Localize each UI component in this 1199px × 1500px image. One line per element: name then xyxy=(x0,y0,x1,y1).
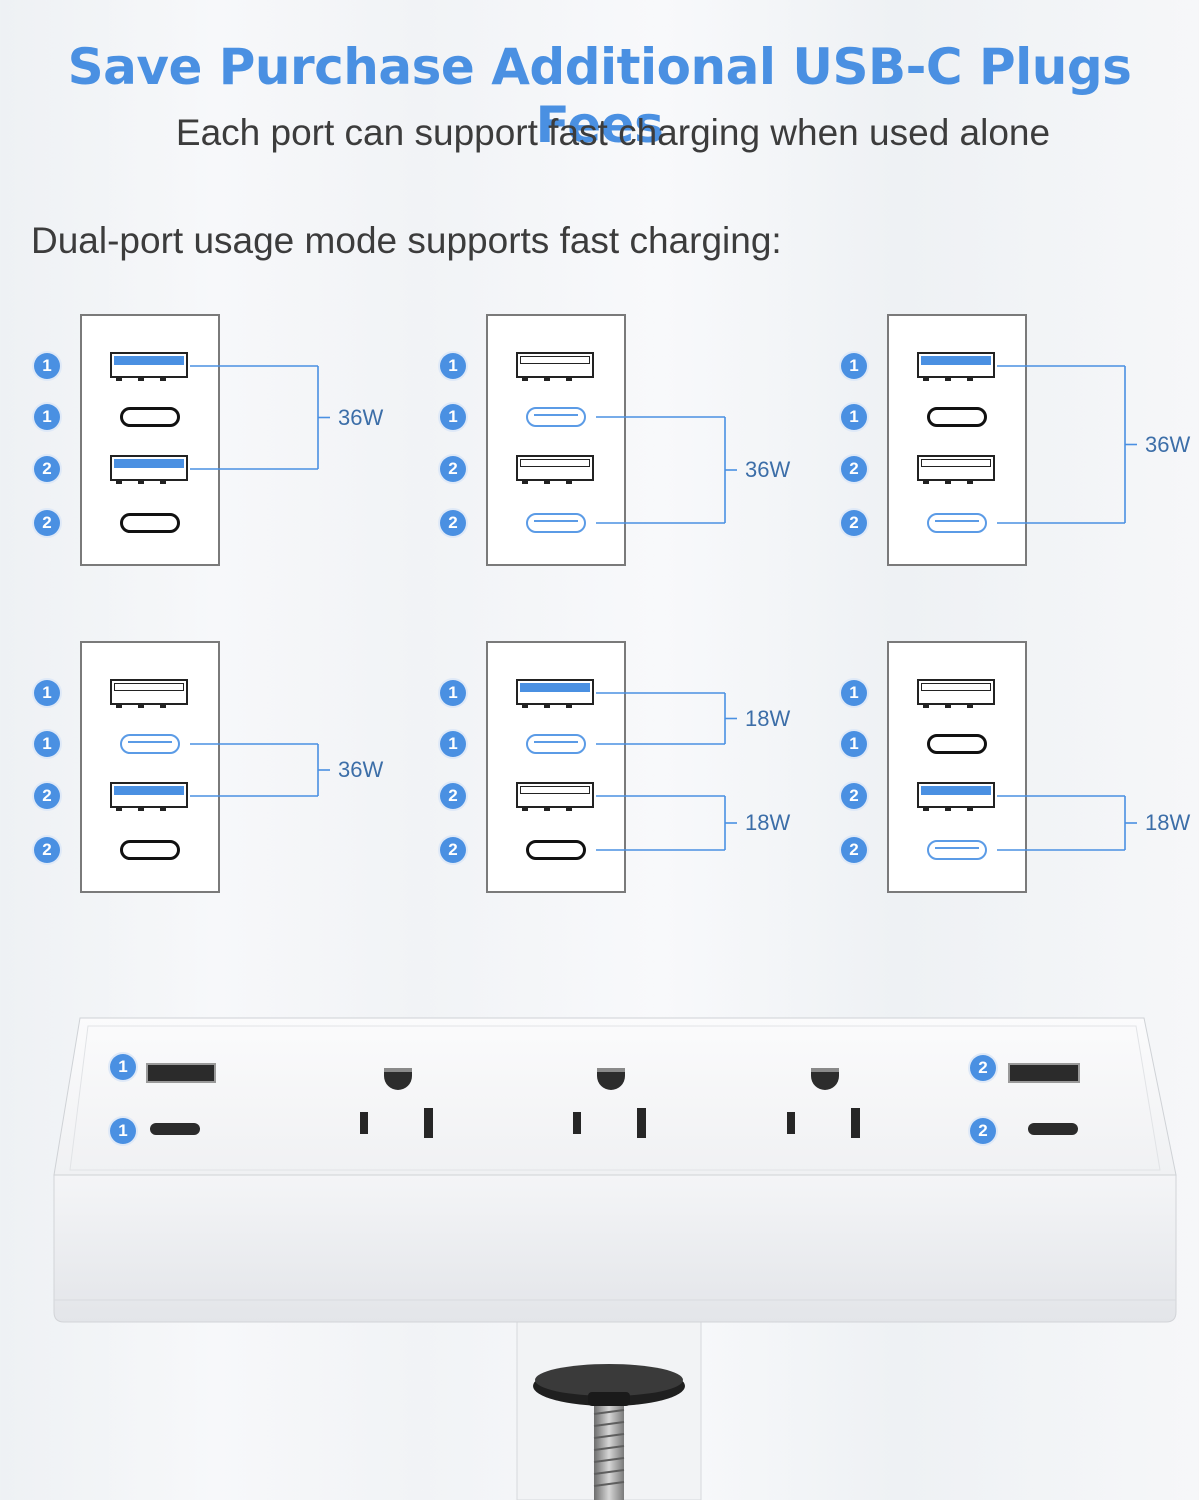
port-number-badge: 2 xyxy=(34,837,60,863)
usb-a-port-icon xyxy=(516,679,594,708)
wattage-label: 18W xyxy=(745,705,791,731)
device-port-number: 1 xyxy=(110,1118,136,1144)
usb-c-port-icon xyxy=(927,407,987,427)
wattage-label: 36W xyxy=(338,757,384,782)
port-number-badge: 2 xyxy=(440,456,466,482)
ac-outlet xyxy=(571,1068,651,1148)
usb-c-port-icon xyxy=(526,840,586,860)
port-number-badge: 2 xyxy=(841,456,867,482)
usb-c-port-icon xyxy=(120,734,180,754)
usb-a-port-icon xyxy=(110,352,188,381)
usb-c-port-icon xyxy=(120,407,180,427)
device-usb-c-port xyxy=(150,1123,200,1135)
usb-a-port-icon xyxy=(110,679,188,708)
usb-a-port-icon xyxy=(917,352,995,381)
wattage-label: 18W xyxy=(745,810,791,835)
port-number-badge: 1 xyxy=(841,680,867,706)
ac-outlet xyxy=(785,1068,865,1148)
page-title: Save Purchase Additional USB-C Plugs Fee… xyxy=(67,38,1132,154)
device-port-number: 2 xyxy=(970,1055,996,1081)
device-usb-a-port xyxy=(1008,1063,1080,1083)
port-number-badge: 1 xyxy=(34,404,60,430)
port-number-badge: 1 xyxy=(440,680,466,706)
usb-a-port-icon xyxy=(516,455,594,484)
power-strip-body xyxy=(53,1017,1177,1500)
port-number-badge: 2 xyxy=(34,783,60,809)
port-number-badge: 1 xyxy=(34,680,60,706)
port-number-badge: 2 xyxy=(841,510,867,536)
wattage-label: 18W xyxy=(1145,810,1191,835)
port-number-badge: 1 xyxy=(34,353,60,379)
usb-c-port-icon xyxy=(927,840,987,860)
usb-a-port-icon xyxy=(917,679,995,708)
usb-c-port-icon xyxy=(120,840,180,860)
port-number-badge: 1 xyxy=(841,404,867,430)
port-number-badge: 1 xyxy=(440,353,466,379)
usb-a-port-icon xyxy=(110,455,188,484)
port-number-badge: 2 xyxy=(440,510,466,536)
port-number-badge: 2 xyxy=(34,510,60,536)
port-number-badge: 2 xyxy=(841,783,867,809)
port-number-badge: 1 xyxy=(841,731,867,757)
diagram-caption: Dual-port usage mode supports fast charg… xyxy=(31,220,782,261)
wattage-label: 36W xyxy=(745,457,791,482)
device-usb-c-port xyxy=(1028,1123,1078,1135)
port-number-badge: 2 xyxy=(841,837,867,863)
device-port-number: 2 xyxy=(970,1118,996,1144)
usb-c-port-icon xyxy=(526,513,586,533)
usb-c-port-icon xyxy=(927,513,987,533)
usb-a-port-icon xyxy=(516,782,594,811)
port-number-badge: 2 xyxy=(440,783,466,809)
port-number-badge: 1 xyxy=(440,404,466,430)
usb-c-port-icon xyxy=(526,734,586,754)
port-number-badge: 2 xyxy=(440,837,466,863)
usb-a-port-icon xyxy=(110,782,188,811)
port-number-badge: 1 xyxy=(34,731,60,757)
usb-a-port-icon xyxy=(917,455,995,484)
port-number-badge: 1 xyxy=(440,731,466,757)
device-port-number: 1 xyxy=(110,1054,136,1080)
ac-outlet xyxy=(358,1068,438,1148)
usb-c-port-icon xyxy=(526,407,586,427)
page-subtitle: Each port can support fast charging when… xyxy=(175,112,1051,153)
port-number-badge: 1 xyxy=(841,353,867,379)
wattage-label: 36W xyxy=(338,404,384,430)
usb-c-port-icon xyxy=(120,513,180,533)
usb-a-port-icon xyxy=(516,352,594,381)
port-number-badge: 2 xyxy=(34,456,60,482)
usb-c-port-icon xyxy=(927,734,987,754)
connector-lines xyxy=(190,365,1137,851)
wattage-label: 36W xyxy=(1145,431,1191,457)
usb-a-port-icon xyxy=(917,782,995,811)
device-usb-a-port xyxy=(146,1063,216,1083)
